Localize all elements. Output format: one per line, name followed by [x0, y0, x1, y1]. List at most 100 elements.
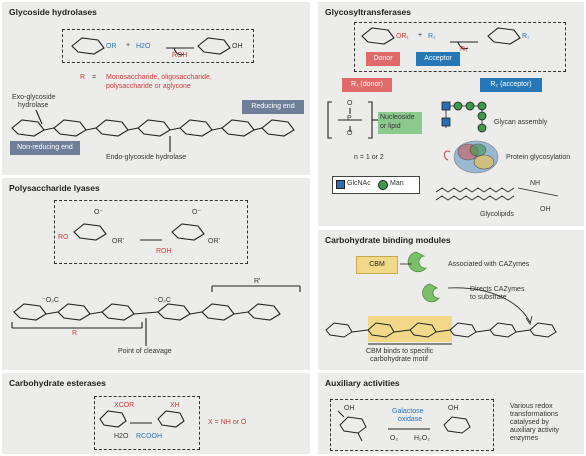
auxiliary-reaction-rings	[337, 410, 471, 442]
or-label: OR	[106, 43, 117, 50]
point-of-cleavage-label: Point of cleavage	[118, 348, 172, 355]
water-label: H2O	[136, 43, 151, 50]
esterase-reaction-rings	[99, 410, 185, 428]
protein-structure-icon	[443, 140, 499, 174]
panel-glycoside-hydrolases: Glycoside hydrolases OR + H2O ROH OH R =…	[2, 2, 310, 175]
nucleoside-label: Nucleoside or lipid	[380, 114, 415, 130]
glycoside-reaction-rings	[71, 37, 231, 56]
carboxylate-left: ⁻O₂C	[42, 297, 59, 304]
nucleoside-or-lipid-box	[378, 112, 422, 134]
phosphate-bracket	[327, 101, 378, 139]
panel-glycosyltransferases: Glycosyltransferases OR₁ + R₂ R₁ R₂ Dono…	[318, 2, 584, 226]
glycolipids-label: Glycolipids	[480, 211, 514, 218]
non-reducing-end-badge: Non-reducing end	[10, 141, 80, 155]
carboxylate-right: ⁻O₂C	[154, 297, 171, 304]
reaction-box	[94, 396, 200, 450]
cbm-badge: CBM	[356, 256, 398, 274]
r-prime-label: R'	[254, 278, 261, 285]
glcnac-label: GlcNAc	[347, 180, 371, 187]
glcnac-square-icon	[336, 180, 345, 189]
panel-title: Carbohydrate binding modules	[325, 235, 451, 245]
x-definition: X = NH or O	[208, 419, 247, 426]
directs-label-line2: to substrate	[470, 294, 507, 301]
water-label: H2O	[114, 433, 129, 440]
various-line4: auxiliary activity	[510, 427, 560, 434]
panel-auxiliary-activities: Auxiliary activities OH OH Galactose oxi…	[318, 373, 584, 454]
acceptor-badge: Acceptor	[416, 52, 460, 66]
or-prime-right: OR'	[208, 238, 220, 245]
glycan-assembly-icon	[441, 101, 487, 133]
oxygen-top: O	[347, 100, 353, 107]
panel-carbohydrate-esterases: Carbohydrate esterases XCOR XH H2O RCOOH…	[2, 373, 310, 454]
polysaccharide-chain	[11, 109, 295, 152]
panel-title: Carbohydrate esterases	[9, 378, 106, 388]
exo-label-line1: Exo-glycoside	[12, 94, 56, 101]
legend-box	[332, 176, 420, 194]
various-line3: catalysed by	[510, 419, 549, 426]
panel-title: Glycoside hydrolases	[9, 7, 97, 17]
r2-reactant: R₂	[428, 33, 436, 40]
various-line1: Various redox	[510, 403, 553, 410]
reaction-box	[354, 22, 566, 72]
panel-title: Glycosyltransferases	[325, 7, 411, 17]
reducing-end-badge: Reducing end	[242, 100, 304, 114]
reaction-box	[330, 399, 494, 451]
man-label: Man	[390, 180, 404, 187]
panel-title: Auxiliary activities	[325, 378, 400, 388]
equals-sign: =	[92, 74, 97, 81]
r-definition-line2: polysaccharide or aglycone	[106, 83, 191, 90]
various-line2: transformations	[510, 411, 559, 418]
oh-label-right: OH	[448, 405, 459, 412]
binds-label-line1: CBM binds to specific	[366, 348, 434, 355]
plus-sign: +	[418, 32, 423, 39]
glycolipid-icon	[435, 187, 559, 201]
glycan-assembly-label: Glycan assembly	[494, 119, 548, 126]
o-minus-right: O⁻	[192, 209, 202, 216]
ro-label: RO	[58, 234, 69, 241]
or1-label: OR₁	[396, 33, 409, 40]
exo-label-line2: hydrolase	[18, 102, 49, 109]
panel-carbohydrate-binding-modules: Carbohydrate binding modules CBM Associa…	[318, 230, 584, 370]
plus-sign: +	[126, 42, 131, 49]
endo-label: Endo-glycoside hydrolase	[106, 154, 187, 161]
h2o2-label: H₂O₂	[414, 435, 430, 442]
protein-glycosylation-label: Protein glycosylation	[506, 154, 571, 161]
roh-label: ROH	[156, 248, 172, 255]
man-circle-icon	[378, 180, 388, 190]
r2-product: R₂	[522, 33, 530, 40]
reaction-box	[54, 200, 248, 264]
enzyme-label-line2: oxidase	[398, 416, 423, 423]
reaction-box	[62, 29, 254, 63]
gt-reaction-rings	[361, 27, 521, 50]
various-line5: enzymes	[510, 435, 539, 442]
panel-title: Polysaccharide lyases	[9, 183, 100, 193]
xcor-label: XCOR	[114, 402, 135, 409]
cbm-protein-icons	[400, 251, 533, 325]
oh-label: OH	[344, 405, 355, 412]
lyase-chain	[11, 285, 301, 346]
o-minus-left: O⁻	[94, 209, 104, 216]
xh-label: XH	[170, 402, 180, 409]
panel-polysaccharide-lyases: Polysaccharide lyases O⁻ O⁻ RO OR' OR' R…	[2, 178, 310, 370]
o2-label: O₂	[390, 435, 399, 442]
directs-label-line1: Directs CAZymes	[470, 286, 525, 293]
roh-label: ROH	[172, 52, 188, 59]
n-definition: n = 1 or 2	[354, 154, 384, 161]
r1-leaving: R₁	[460, 46, 468, 53]
phosphorus-label: P	[347, 115, 352, 122]
rcooh-label: RCOOH	[136, 433, 163, 440]
donor-badge: Donor	[366, 52, 400, 66]
or-prime-left: OR'	[112, 238, 124, 245]
r-bracket-label: R	[72, 330, 78, 337]
oh-label: OH	[232, 43, 243, 50]
nh-label: NH	[530, 180, 541, 187]
binds-label-line2: carbohydrate motif	[370, 356, 428, 363]
r-symbol: R	[80, 74, 86, 81]
lipid-oh-label: OH	[540, 206, 551, 213]
r-definition-line1: Monosaccharide, oligosaccharide,	[106, 74, 212, 81]
lyase-reaction-rings	[73, 223, 205, 241]
r1-donor-badge: R₁ (donor)	[342, 78, 392, 92]
enzyme-label-line1: Galactose	[392, 408, 424, 415]
r2-acceptor-badge: R₂ (acceptor)	[480, 78, 542, 92]
cbm-chain	[325, 322, 557, 345]
